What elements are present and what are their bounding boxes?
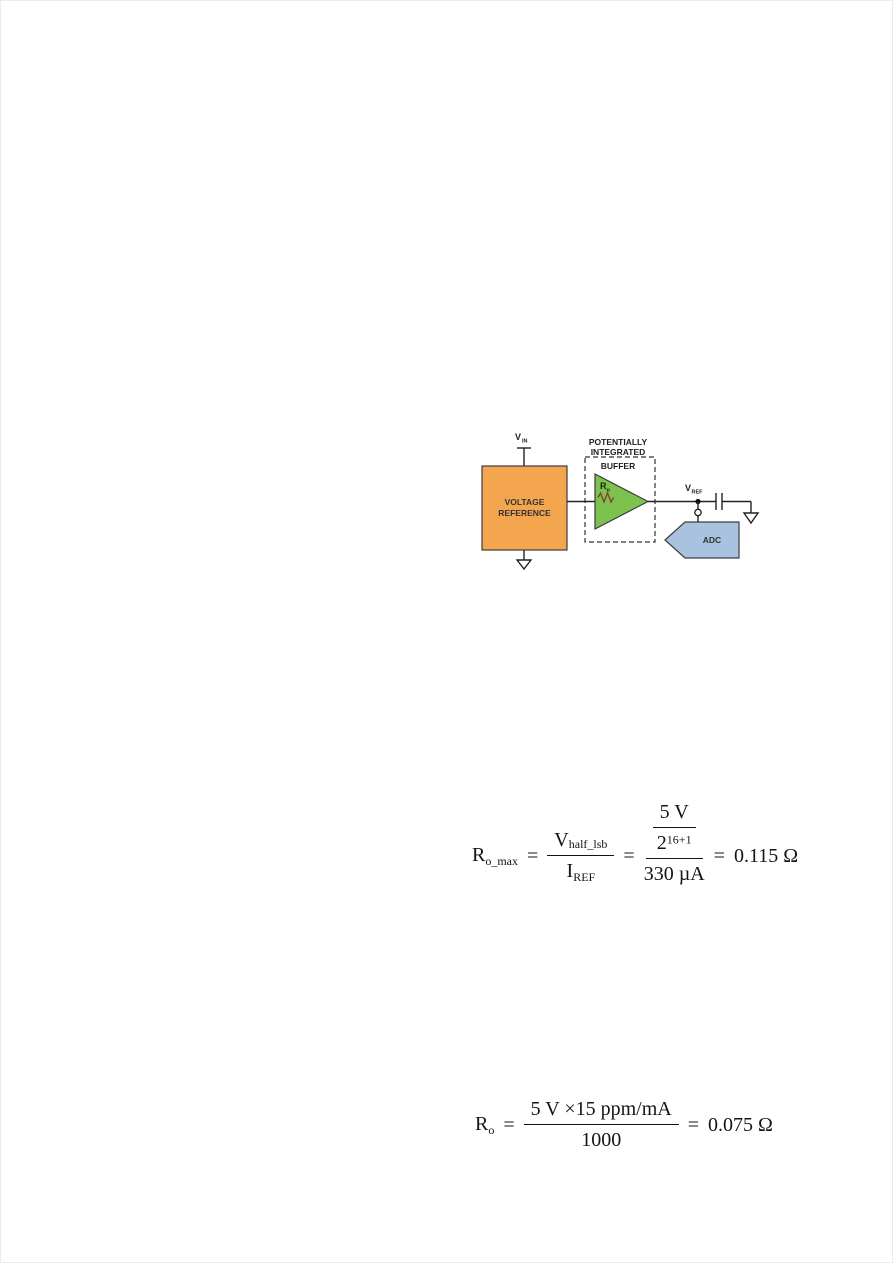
eq1-den-base: I	[566, 859, 574, 882]
eq1-num-sub: half_lsb	[568, 837, 608, 852]
vref-label: V	[685, 483, 691, 493]
reference-ground-symbol	[515, 550, 533, 571]
equation-ro: Ro = 5 V ×15 ppm/mA 1000 = 0.075 Ω	[475, 1097, 773, 1152]
eq2-equals-2: =	[687, 1113, 700, 1136]
voltage-reference-box	[481, 465, 568, 551]
eq2-fraction: 5 V ×15 ppm/mA 1000	[523, 1097, 679, 1152]
buffer-amplifier-triangle	[594, 473, 650, 530]
eq1-equals-2: =	[623, 845, 635, 867]
potentially-integrated-label-line2: INTEGRATED	[591, 447, 646, 457]
vin-terminal: V IN	[515, 432, 531, 466]
eq1-lhs: Ro_max	[472, 843, 518, 869]
vref-label-sub: REF	[692, 490, 704, 496]
eq2-lhs-base: R	[475, 1112, 489, 1135]
eq1-lhs-base: R	[472, 844, 486, 867]
eq1-num-base: V	[554, 828, 569, 851]
potentially-integrated-label-line1: POTENTIALLY	[589, 437, 648, 447]
ro-label: R	[600, 481, 607, 491]
eq2-result: 0.075 Ω	[708, 1113, 773, 1136]
eq1-inner-num: 5 V	[652, 800, 696, 828]
eq2-den: 1000	[581, 1129, 622, 1151]
eq2-num: 5 V ×15 ppm/mA	[523, 1097, 679, 1125]
integration-boundary-box	[584, 456, 656, 543]
eq1-fraction-numeric: 5 V 216+1 330 µA	[644, 800, 705, 886]
eq1-inner-den-exponent: 16+1	[666, 832, 692, 847]
adc-pin-circle	[694, 508, 702, 517]
vin-label-sub: IN	[522, 439, 528, 445]
resistor-zigzag-icon	[597, 491, 615, 504]
decoupling-capacitor-icon	[715, 493, 723, 510]
circuit-diagram: V IN VOLTAGE REFERENCE POTENTIALLY INTEG…	[481, 432, 760, 571]
ro-label-sub: o	[607, 488, 611, 494]
eq2-equals-1: =	[503, 1113, 515, 1136]
eq1-result: 0.115 Ω	[733, 845, 799, 867]
eq1-outer-den: 330 µA	[643, 863, 705, 885]
output-ground-symbol	[742, 501, 760, 525]
eq2-lhs: Ro	[475, 1112, 494, 1138]
eq2-lhs-sub: o	[488, 1122, 495, 1137]
eq1-den-sub: REF	[573, 869, 596, 884]
eq1-equals-1: =	[527, 845, 539, 867]
voltage-reference-label-line1: VOLTAGE	[505, 497, 545, 507]
eq1-lhs-sub: o_max	[485, 854, 519, 869]
vin-label: V	[515, 432, 521, 442]
eq1-inner-den-base: 2	[656, 832, 667, 854]
eq1-inner-fraction: 5 V 216+1	[652, 800, 696, 855]
adc-block	[664, 521, 740, 559]
buffer-label: BUFFER	[601, 461, 635, 471]
adc-label: ADC	[703, 535, 721, 545]
voltage-reference-label-line2: REFERENCE	[498, 508, 551, 518]
eq1-equals-3: =	[713, 845, 725, 867]
